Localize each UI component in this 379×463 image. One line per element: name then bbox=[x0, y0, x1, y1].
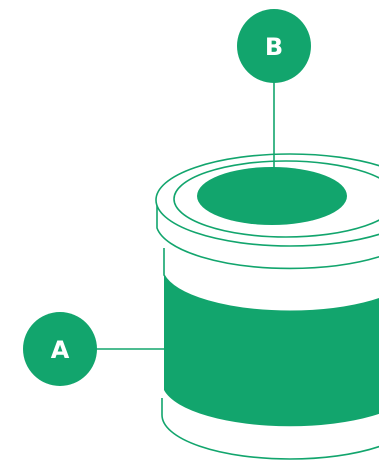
container-bottom-rim bbox=[161, 398, 379, 460]
callout-b: B bbox=[237, 9, 311, 170]
callout-b-badge bbox=[237, 9, 311, 83]
container-label-band bbox=[164, 275, 379, 427]
callout-a-letter: A bbox=[51, 336, 70, 364]
callout-a: A bbox=[23, 312, 164, 386]
container-illustration bbox=[155, 153, 379, 460]
callout-b-letter: B bbox=[265, 33, 283, 61]
container-lid-inner-rim bbox=[173, 160, 379, 238]
container-opening bbox=[197, 167, 347, 225]
callout-a-badge bbox=[23, 312, 97, 386]
